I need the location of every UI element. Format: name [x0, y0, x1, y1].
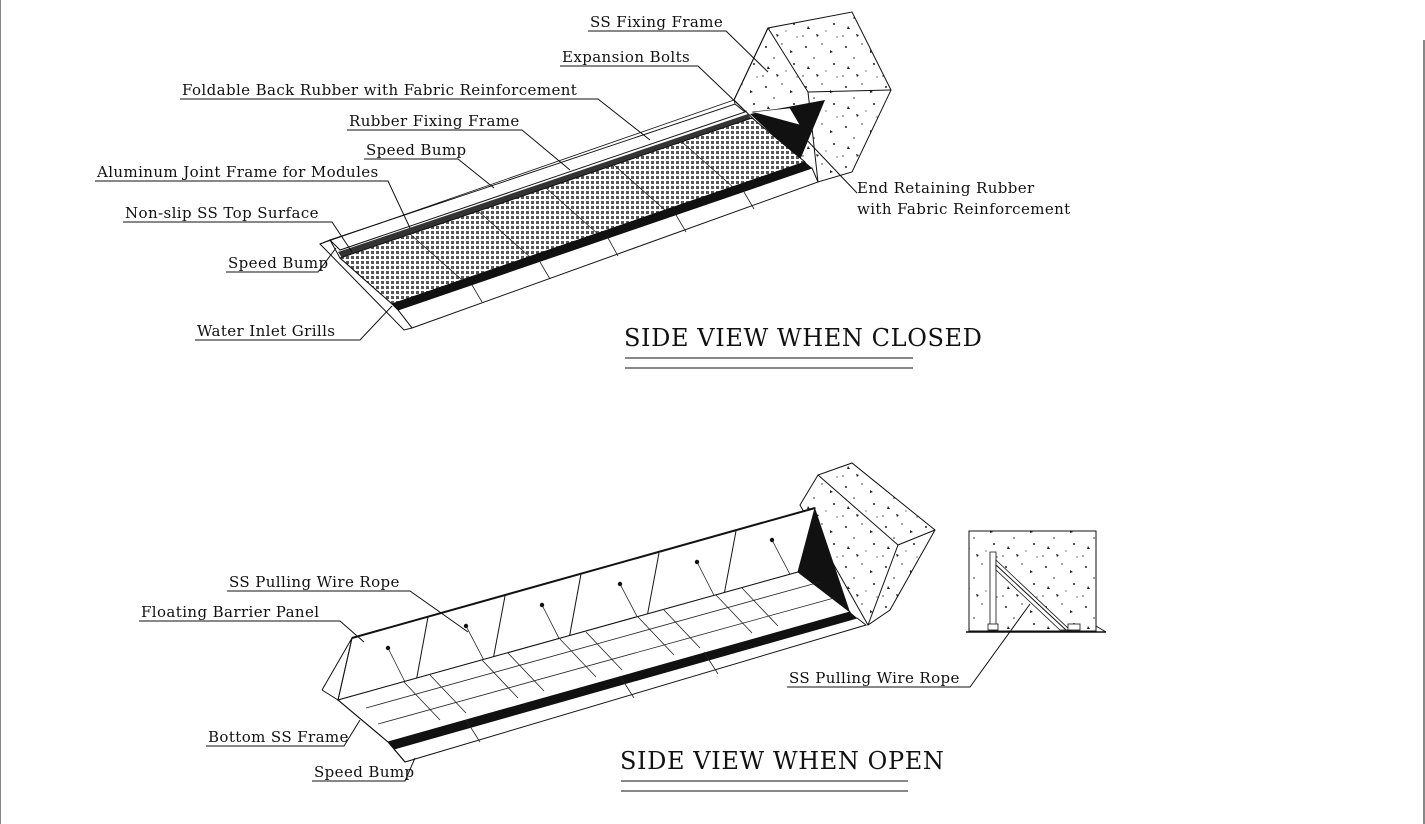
open-view — [321, 462, 936, 763]
label-ss-fixing-frame: SS Fixing Frame — [590, 13, 723, 31]
label-ss-pulling-wire-rope-detail: SS Pulling Wire Rope — [789, 669, 960, 687]
label-water-inlet-grills: Water Inlet Grills — [197, 322, 335, 340]
label-floating-barrier-panel: Floating Barrier Panel — [141, 603, 319, 621]
closed-view-title: SIDE VIEW WHEN CLOSED — [624, 324, 982, 352]
label-aluminum-joint-frame: Aluminum Joint Frame for Modules — [96, 163, 379, 181]
label-expansion-bolts: Expansion Bolts — [562, 48, 690, 66]
open-end-rubber — [798, 508, 850, 612]
label-end-retaining-rubber-line2: with Fabric Reinforcement — [857, 200, 1071, 218]
label-rubber-fixing-frame: Rubber Fixing Frame — [349, 112, 520, 130]
label-end-retaining-rubber-line1: End Retaining Rubber — [857, 179, 1035, 197]
label-speed-bump-top: Speed Bump — [366, 141, 467, 159]
open-panel-ribs — [337, 530, 737, 701]
label-foldable-back-rubber: Foldable Back Rubber with Fabric Reinfor… — [182, 81, 577, 99]
open-view-title: SIDE VIEW WHEN OPEN — [620, 747, 944, 775]
open-callouts: SS Pulling Wire Rope Floating Barrier Pa… — [139, 573, 944, 792]
label-speed-bump-left: Speed Bump — [228, 254, 329, 272]
closed-back-rubber — [338, 114, 752, 258]
label-speed-bump-open: Speed Bump — [314, 763, 415, 781]
closed-callouts: SS Fixing Frame Expansion Bolts Foldable… — [95, 13, 1071, 369]
closed-view — [319, 11, 892, 331]
closed-module-joints — [409, 141, 735, 281]
label-ss-pulling-wire-rope: SS Pulling Wire Rope — [229, 573, 400, 591]
label-bottom-ss-frame: Bottom SS Frame — [208, 728, 349, 746]
open-frame-cells — [365, 581, 835, 725]
open-concrete-wall — [799, 462, 936, 626]
closed-front-rubber — [392, 162, 812, 310]
label-non-slip-surface: Non-slip SS Top Surface — [125, 204, 319, 222]
detail-section-view: SS Pulling Wire Rope — [787, 530, 1107, 688]
